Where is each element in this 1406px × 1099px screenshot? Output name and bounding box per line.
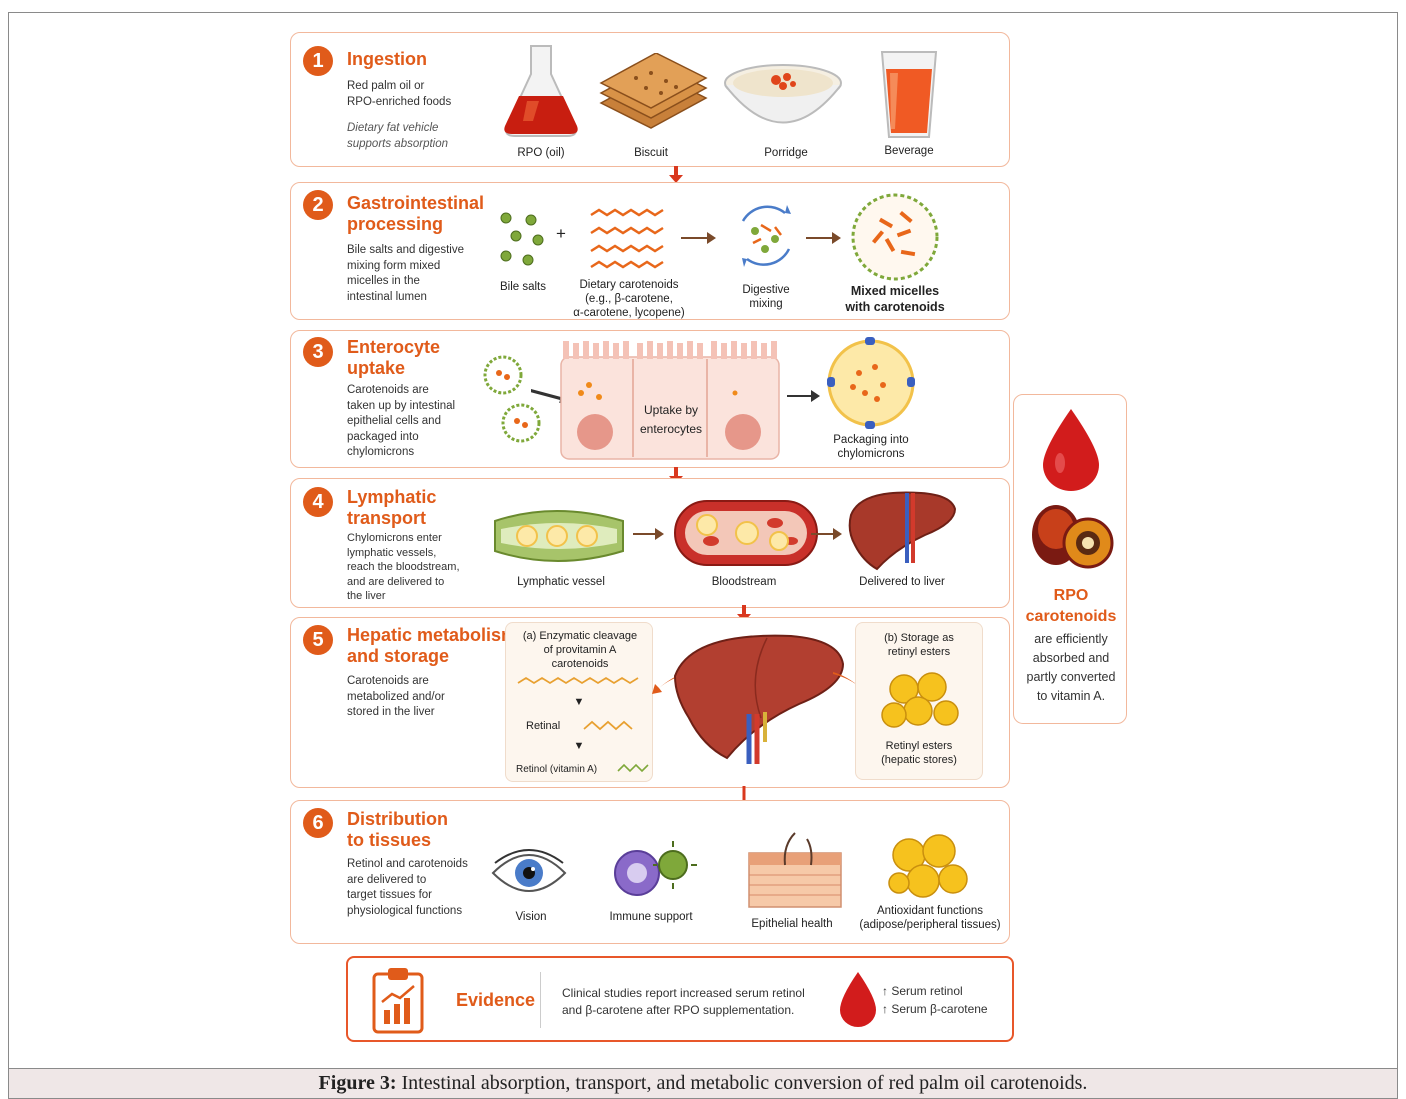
cleavage-title: (a) Enzymatic cleavage of provitamin A c… (512, 629, 648, 671)
step-1-panel: 1 Ingestion Red palm oil or RPO-enriched… (290, 32, 1010, 167)
arrow-right-icon (811, 527, 843, 541)
step-4-title: Lymphatic transport (347, 487, 436, 529)
storage-title: (b) Storage as retinyl esters (860, 631, 978, 659)
caption-text: Intestinal absorption, transport, and me… (397, 1072, 1088, 1094)
step-4-desc: Chylomicrons enter lymphatic vessels, re… (347, 531, 460, 604)
arrow-right-icon (806, 231, 842, 245)
step-5-title: Hepatic metabolism and storage (347, 625, 517, 667)
retinal-chain-icon (582, 717, 642, 733)
step-5-number: 5 (303, 625, 333, 655)
immune-support-label: Immune support (601, 910, 701, 924)
mixing-icon (731, 201, 801, 271)
retinyl-esters-icon (880, 669, 960, 733)
storage-box: (b) Storage as retinyl esters Retinyl es… (855, 622, 983, 780)
step-4-panel: 4 Lymphatic transport Chylomicrons enter… (290, 478, 1010, 608)
epithelial-health-label: Epithelial health (737, 917, 847, 931)
step-6-number: 6 (303, 808, 333, 838)
step-3-title: Enterocyte uptake (347, 337, 440, 379)
chylomicron-icon (825, 337, 917, 429)
palm-fruit-icon (1022, 499, 1122, 573)
step-2-number: 2 (303, 190, 333, 220)
porridge-label: Porridge (746, 146, 826, 160)
step-5-panel: 5 Hepatic metabolism and storage Caroten… (290, 617, 1010, 788)
clipboard-chart-icon (370, 966, 426, 1034)
step-2-title: Gastrointestinal processing (347, 193, 484, 235)
biscuit-icon (591, 53, 711, 138)
retinol-label: Retinol (vitamin A) (516, 763, 616, 777)
flask-icon (501, 41, 581, 141)
antioxidant-label: Antioxidant functions (adipose/periphera… (851, 904, 1009, 932)
step-3-panel: 3 Enterocyte uptake Carotenoids are take… (290, 330, 1010, 468)
caption-label: Figure 3: (319, 1072, 397, 1094)
down-arrow-2: ▼ (572, 739, 586, 753)
plus-sign: + (553, 227, 569, 241)
enterocytes-icon (559, 337, 781, 461)
evidence-label: Evidence (456, 990, 535, 1011)
step-3-number: 3 (303, 337, 333, 367)
step-3-desc: Carotenoids are taken up by intestinal e… (347, 383, 455, 461)
uptake-label: Uptake by enterocytes (631, 401, 711, 439)
step-2-desc: Bile salts and digestive mixing form mix… (347, 243, 464, 305)
beverage-icon (874, 47, 944, 142)
retinyl-esters-label: Retinyl esters (hepatic stores) (860, 739, 978, 767)
step-1-note: Dietary fat vehicle supports absorption (347, 121, 448, 152)
bile-salts-label: Bile salts (488, 280, 558, 294)
step-2-panel: 2 Gastrointestinal processing Bile salts… (290, 182, 1010, 320)
retinal-label: Retinal (526, 719, 576, 733)
evidence-text: Clinical studies report increased serum … (562, 985, 805, 1019)
eye-icon (489, 841, 569, 905)
step-6-desc: Retinol and carotenoids are delivered to… (347, 857, 468, 919)
beverage-label: Beverage (869, 144, 949, 158)
rpo-oil-label: RPO (oil) (501, 146, 581, 160)
bile-salts-icon (496, 208, 546, 270)
carotenoid-chain-icon (516, 675, 642, 691)
delivered-liver-label: Delivered to liver (837, 575, 967, 589)
arrow-right-icon (633, 527, 665, 541)
digestive-mixing-label: Digestive mixing (731, 283, 801, 311)
step-1-title: Ingestion (347, 49, 427, 70)
packaging-label: Packaging into chylomicrons (811, 433, 931, 461)
side-text: are efficiently absorbed and partly conv… (1014, 630, 1128, 706)
step-1-desc: Red palm oil or RPO-enriched foods (347, 79, 451, 110)
lymphatic-vessel-label: Lymphatic vessel (501, 575, 621, 589)
immune-cells-icon (607, 839, 697, 905)
porridge-icon (721, 55, 846, 140)
mixed-micelles-label: Mixed micelles with carotenoids (825, 283, 965, 315)
down-arrow-1: ▼ (572, 695, 586, 709)
mixed-micelle-icon (849, 191, 941, 283)
cleavage-box: (a) Enzymatic cleavage of provitamin A c… (505, 622, 653, 782)
side-rpo-box: RPO carotenoids are efficiently absorbed… (1013, 394, 1127, 724)
dietary-carotenoids-label: Dietary carotenoids (e.g., β-carotene, α… (559, 278, 699, 320)
figure-caption: Figure 3: Intestinal absorption, transpo… (8, 1068, 1398, 1099)
liver-small-icon (847, 485, 957, 571)
evidence-box: Evidence Clinical studies report increas… (346, 956, 1014, 1042)
evidence-divider (540, 972, 541, 1028)
retinol-structure-icon (616, 761, 650, 777)
serum-retinol-text: ↑ Serum retinol (882, 984, 963, 1000)
arrow-right-icon (681, 231, 717, 245)
lymphatic-vessel-icon (491, 499, 626, 569)
step-4-number: 4 (303, 487, 333, 517)
blood-drop-icon (838, 970, 878, 1030)
vision-label: Vision (501, 910, 561, 924)
adipose-icon (887, 833, 971, 905)
bloodstream-label: Bloodstream (684, 575, 804, 589)
skin-icon (745, 831, 845, 911)
arrow-right-icon (787, 389, 821, 403)
step-6-title: Distribution to tissues (347, 809, 448, 851)
serum-carotene-text: ↑ Serum β-carotene (882, 1002, 988, 1018)
step-6-panel: 6 Distribution to tissues Retinol and ca… (290, 800, 1010, 944)
step-5-desc: Carotenoids are metabolized and/or store… (347, 674, 445, 721)
blood-drop-icon (1040, 407, 1102, 493)
step-1-number: 1 (303, 46, 333, 76)
bloodstream-icon (671, 497, 821, 569)
side-title: RPO carotenoids (1014, 585, 1128, 627)
carotenoids-icon (586, 205, 676, 273)
biscuit-label: Biscuit (611, 146, 691, 160)
liver-large-icon (667, 628, 847, 768)
